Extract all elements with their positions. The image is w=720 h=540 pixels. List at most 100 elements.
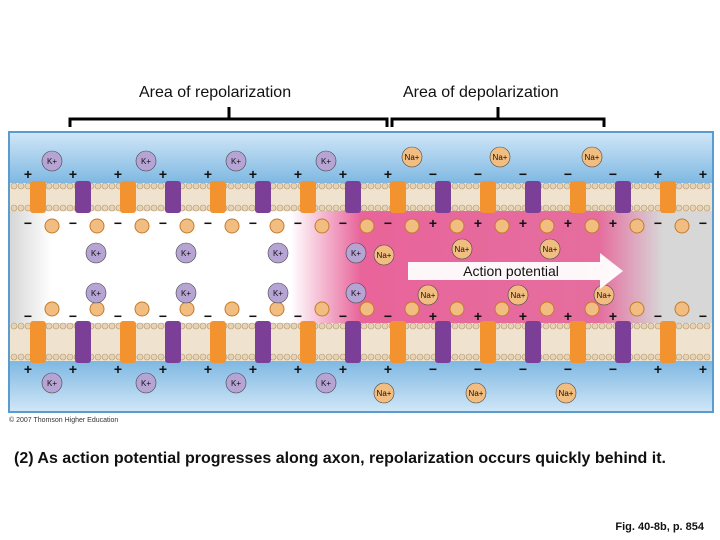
outer-charge: + <box>339 361 347 377</box>
lipid-head <box>248 353 256 361</box>
lipid-head <box>150 353 158 361</box>
lipid-head <box>549 204 557 212</box>
lipid-head <box>556 322 564 330</box>
channel-gate <box>584 218 600 234</box>
sodium-ion <box>417 284 439 306</box>
lipid-head <box>451 353 459 361</box>
lipid-head <box>332 322 340 330</box>
lipid-head <box>101 353 109 361</box>
channel-gate <box>134 301 150 317</box>
potassium-ion-label: K+ <box>351 249 361 258</box>
ion-channel <box>165 321 181 363</box>
lipid-head <box>185 322 193 330</box>
inner-charge: − <box>204 308 212 324</box>
lipid-head <box>276 182 284 190</box>
outer-charge: + <box>699 166 707 182</box>
potassium-ion-label: K+ <box>321 379 331 388</box>
ion-channel <box>390 181 406 213</box>
potassium-ion-label: K+ <box>231 157 241 166</box>
ion-channel <box>345 181 361 213</box>
lipid-head <box>549 322 557 330</box>
lipid-head <box>633 182 641 190</box>
lipid-head <box>633 322 641 330</box>
lipid-head <box>234 353 242 361</box>
lipid-head <box>423 182 431 190</box>
channel-gate <box>449 218 465 234</box>
sodium-ion-label: Na+ <box>559 389 574 398</box>
lipid-head <box>556 204 564 212</box>
outer-charge: + <box>69 361 77 377</box>
lipid-head <box>549 353 557 361</box>
potassium-ion-label: K+ <box>231 379 241 388</box>
channel-gate <box>629 218 645 234</box>
channels-bottom <box>30 301 690 363</box>
lipid-head <box>290 182 298 190</box>
sodium-ion <box>373 244 395 266</box>
inner-charge: − <box>384 215 392 231</box>
lipid-head <box>45 322 53 330</box>
lipid-head <box>241 204 249 212</box>
lipid-head <box>542 353 550 361</box>
outer-charge: + <box>204 361 212 377</box>
sodium-ion <box>401 146 423 168</box>
lipid-head <box>157 322 165 330</box>
lipid-head <box>640 322 648 330</box>
sodium-ion <box>555 382 577 404</box>
outer-charge: + <box>384 166 392 182</box>
potassium-ion-label: K+ <box>91 249 101 258</box>
lipid-head <box>157 182 165 190</box>
sodium-ion <box>451 238 473 260</box>
channel-gate <box>134 218 150 234</box>
potassium-ion <box>85 282 107 304</box>
potassium-ion-label: K+ <box>351 289 361 298</box>
sodium-ion <box>581 146 603 168</box>
channel-gate <box>674 218 690 234</box>
sodium-ion-label: Na+ <box>597 291 612 300</box>
outer-charge: + <box>249 166 257 182</box>
lipid-head <box>318 182 326 190</box>
lipid-head <box>318 204 326 212</box>
lipid-head <box>465 204 473 212</box>
lipid-head <box>290 353 298 361</box>
lipid-head <box>17 182 25 190</box>
lipid-head <box>465 353 473 361</box>
lipid-head <box>409 322 417 330</box>
sodium-ion-label: Na+ <box>511 291 526 300</box>
lipid-head <box>458 182 466 190</box>
lipid-head <box>689 182 697 190</box>
lipid-head <box>241 353 249 361</box>
outer-charge: − <box>429 361 437 377</box>
channel-gate <box>494 301 510 317</box>
lipid-head <box>143 322 151 330</box>
lipid-head <box>52 204 60 212</box>
lipid-head <box>591 322 599 330</box>
lipid-head <box>94 182 102 190</box>
inner-charge: + <box>609 215 617 231</box>
repolarization-area-label: Area of repolarization <box>139 84 292 101</box>
lipid-head <box>332 182 340 190</box>
potassium-ion-label: K+ <box>321 157 331 166</box>
lipid-head <box>283 322 291 330</box>
lipid-head <box>514 322 522 330</box>
action-potential-arrow: Action potential <box>408 253 623 289</box>
sodium-ion <box>539 238 561 260</box>
lipid-head <box>332 353 340 361</box>
lipid-head <box>150 322 158 330</box>
lipid-head <box>696 204 704 212</box>
lipid-head <box>696 353 704 361</box>
lipid-head <box>591 353 599 361</box>
lipid-head <box>465 182 473 190</box>
lipid-head <box>381 204 389 212</box>
inner-charge: + <box>429 308 437 324</box>
lipid-head <box>458 353 466 361</box>
lipid-head <box>500 182 508 190</box>
potassium-ion <box>225 150 247 172</box>
outer-charge: − <box>564 166 572 182</box>
channel-gate <box>449 301 465 317</box>
lipid-head <box>682 322 690 330</box>
figure-reference: Fig. 40-8b, p. 854 <box>615 521 704 533</box>
lipid-head <box>703 322 711 330</box>
sodium-ion-label: Na+ <box>377 389 392 398</box>
lipid-head <box>605 322 613 330</box>
sodium-ion <box>465 382 487 404</box>
